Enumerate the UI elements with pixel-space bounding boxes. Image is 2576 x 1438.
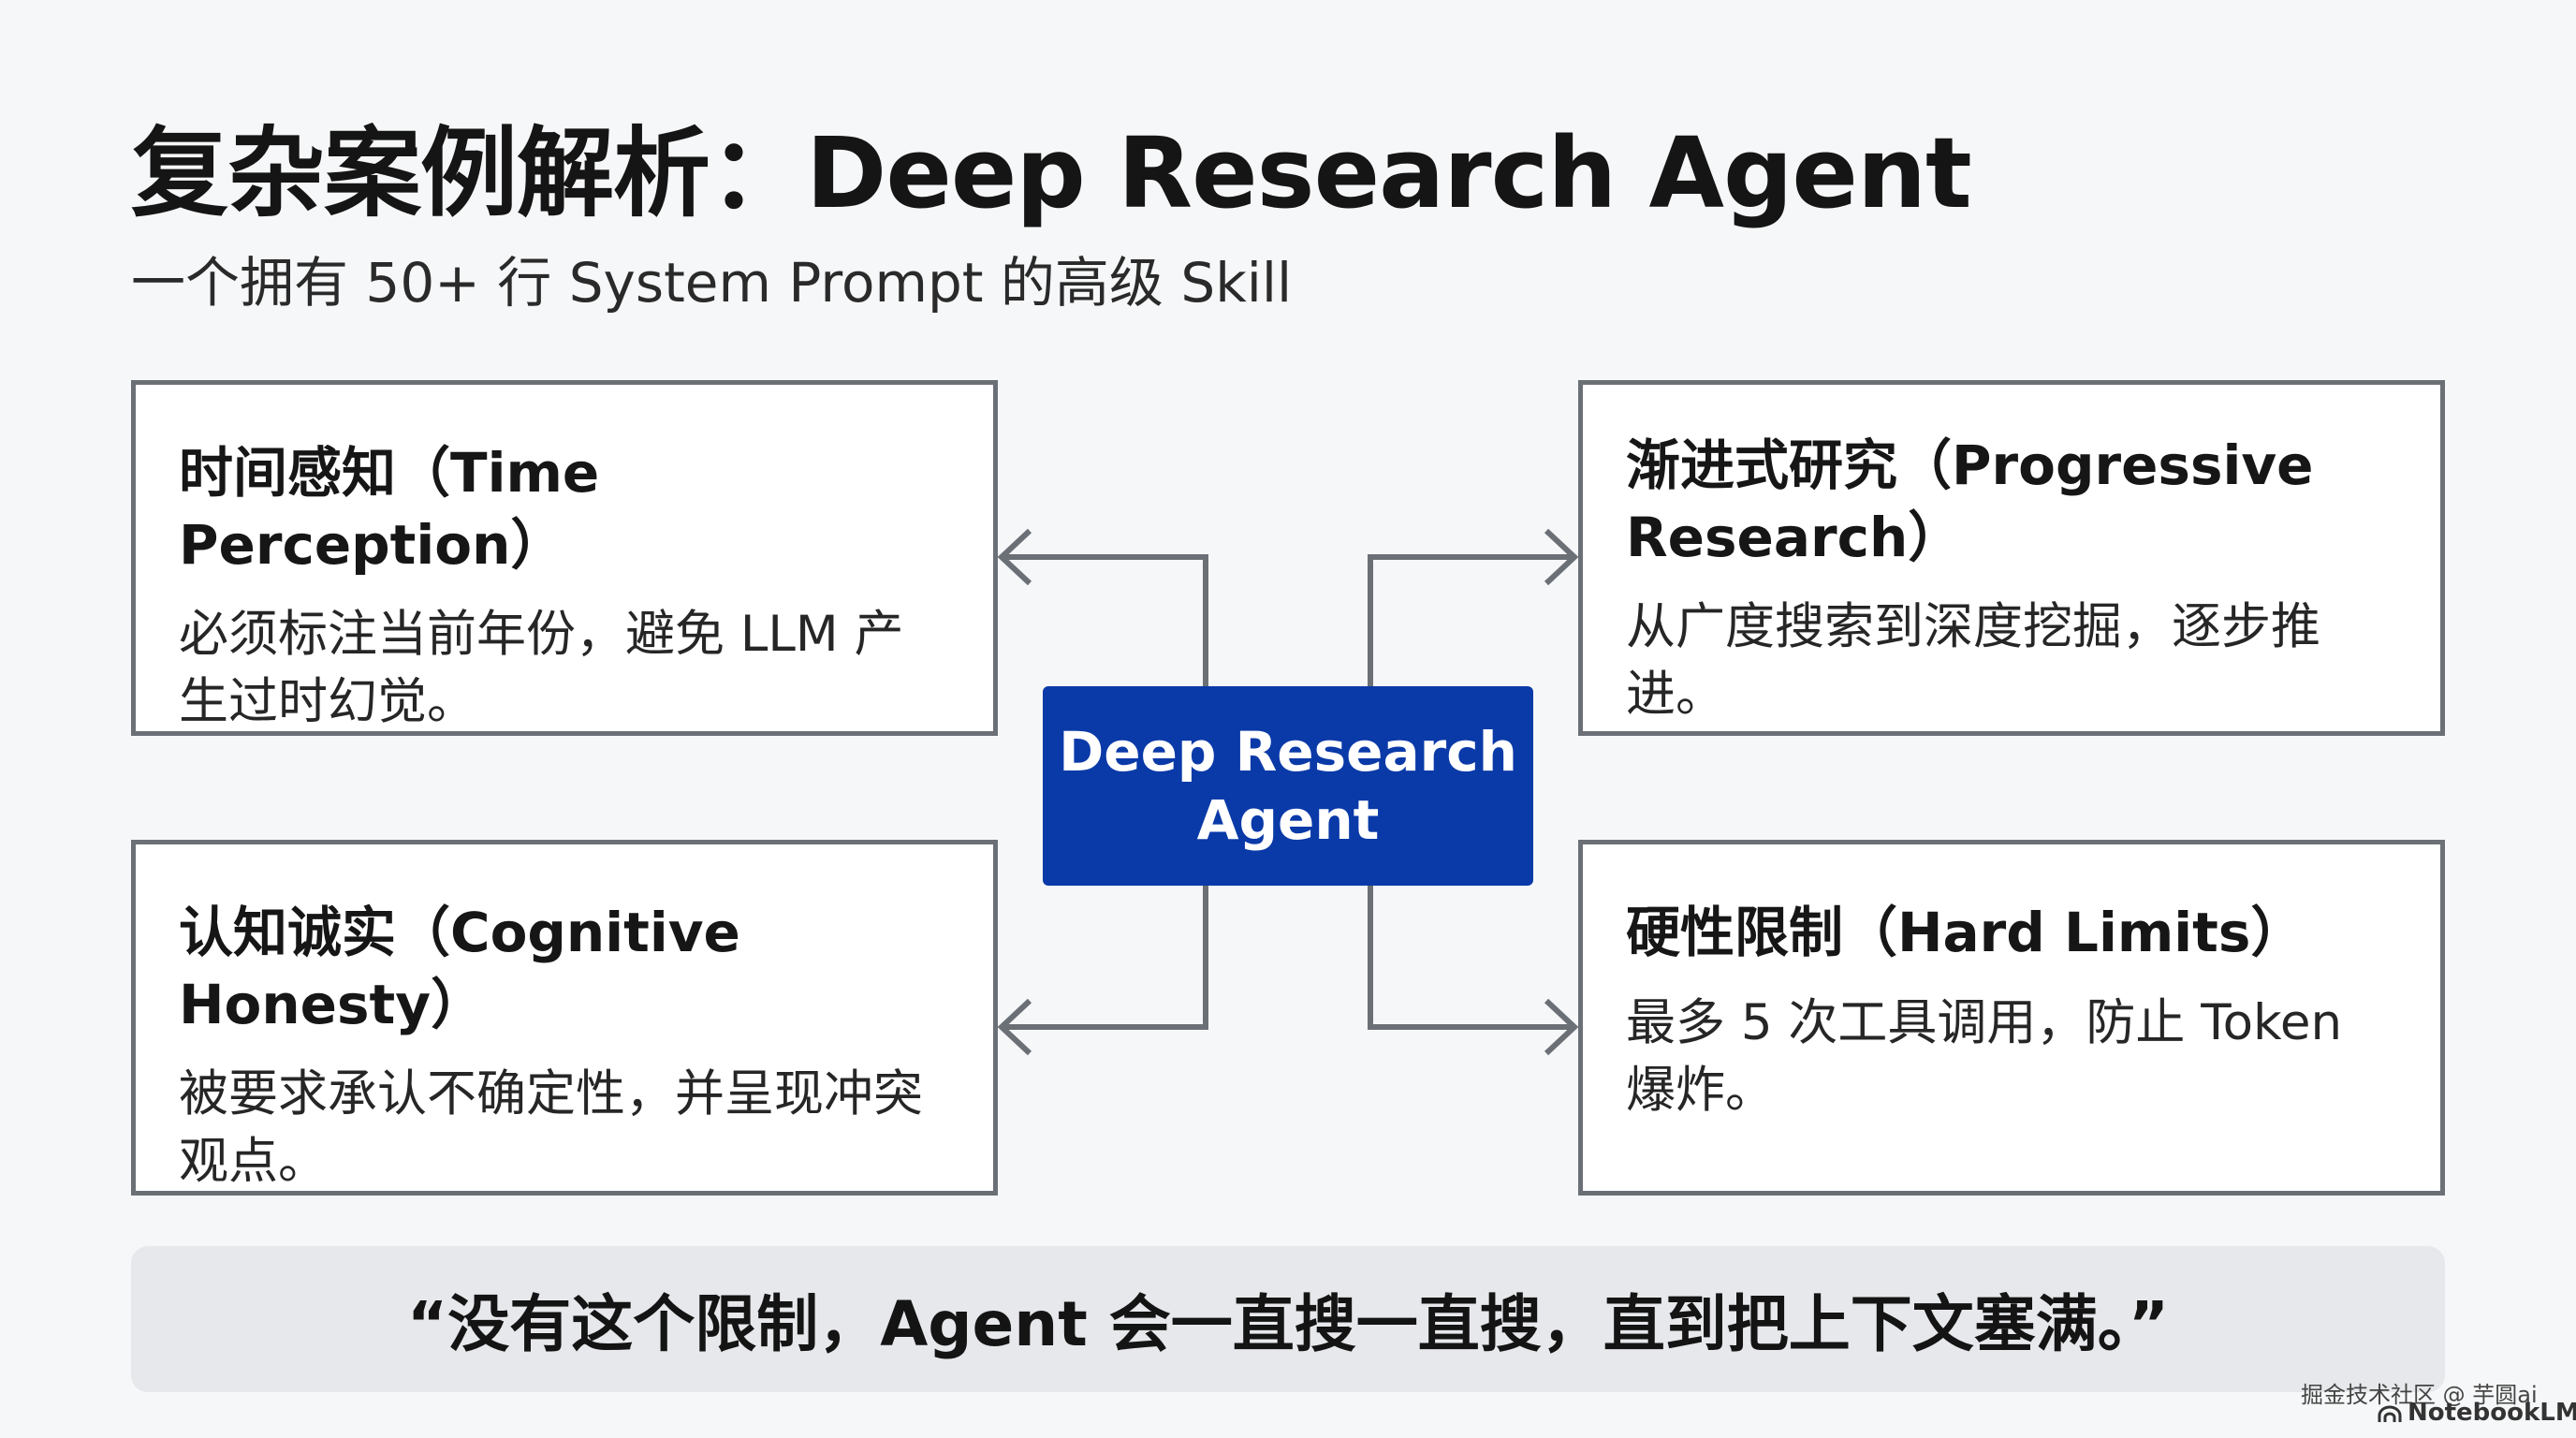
card-progressive-research: 渐进式研究（Progressive Research） 从广度搜索到深度挖掘，逐…: [1578, 380, 2445, 736]
page-subtitle: 一个拥有 50+ 行 System Prompt 的高级 Skill: [131, 251, 1293, 315]
card-description: 被要求承认不确定性，并呈现冲突观点。: [179, 1065, 923, 1191]
card-title: 认知诚实（Cognitive Honesty）: [179, 901, 740, 1036]
connector-top-left: [1002, 554, 1208, 686]
notebooklm-logo-icon: [2378, 1405, 2402, 1422]
card-cognitive-honesty: 认知诚实（Cognitive Honesty） 被要求承认不确定性，并呈现冲突观…: [131, 840, 998, 1196]
arrowhead-top-left: [997, 528, 1032, 586]
center-node-label-line2: Agent: [1196, 787, 1380, 852]
card-title: 时间感知（Time Perception）: [179, 441, 600, 577]
quote-box: “没有这个限制，Agent 会一直搜一直搜，直到把上下文塞满。”: [131, 1246, 2445, 1392]
arrowhead-top-right: [1544, 528, 1579, 586]
connector-bottom-right: [1368, 886, 1574, 1030]
card-description: 必须标注当前年份，避免 LLM 产生过时幻觉。: [179, 606, 904, 731]
card-description: 从广度搜索到深度挖掘，逐步推进。: [1626, 598, 2320, 724]
connector-top-right: [1368, 554, 1574, 686]
connector-bottom-left: [1002, 886, 1208, 1030]
arrowhead-bottom-right: [1544, 998, 1579, 1056]
watermark-notebooklm: NotebookLM: [2378, 1399, 2576, 1427]
center-node-deep-research-agent: Deep Research Agent: [1043, 686, 1533, 886]
page-title: 复杂案例解析：Deep Research Agent: [131, 116, 1972, 230]
card-time-perception: 时间感知（Time Perception） 必须标注当前年份，避免 LLM 产生…: [131, 380, 998, 736]
arrowhead-bottom-left: [997, 998, 1032, 1056]
card-hard-limits: 硬性限制（Hard Limits） 最多 5 次工具调用，防止 Token 爆炸…: [1578, 840, 2445, 1196]
card-description: 最多 5 次工具调用，防止 Token 爆炸。: [1626, 993, 2343, 1119]
card-title: 硬性限制（Hard Limits）: [1626, 901, 2305, 964]
card-title: 渐进式研究（Progressive Research）: [1626, 433, 2314, 569]
quote-text: “没有这个限制，Agent 会一直搜一直搜，直到把上下文塞满。”: [406, 1288, 2170, 1360]
center-node-label-line1: Deep Research: [1059, 720, 1517, 784]
watermark-community: 掘金技术社区 @ 芋圆ai: [2301, 1382, 2538, 1408]
watermark-notebooklm-label: NotebookLM: [2408, 1399, 2576, 1427]
